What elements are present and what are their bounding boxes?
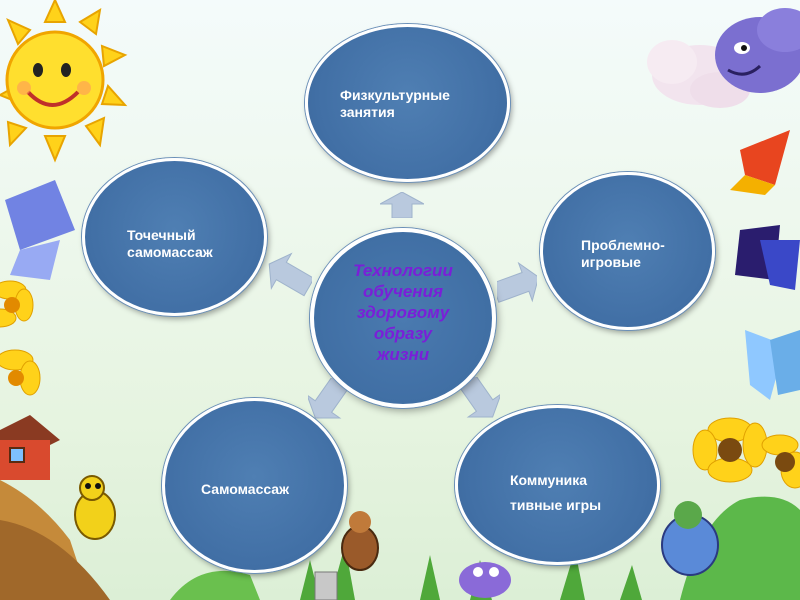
arrow-left [268, 252, 312, 297]
center-hub-label: Технологии обучения здоровому образу жиз… [353, 261, 453, 364]
node-problemno: Проблемно- игровые [540, 172, 715, 330]
node-samomassazh: Самомассаж [162, 398, 347, 573]
arrow-up [380, 192, 424, 218]
node-kommunikativnye: Коммуника тивные игры [455, 405, 660, 565]
node-fizkultura-label: Физкультурные занятия [340, 87, 450, 120]
node-tochechny-label: Точечный самомассаж [127, 227, 213, 260]
node-fizkultura: Физкультурные занятия [305, 24, 510, 182]
cloud-character-icon [647, 8, 800, 108]
arrow-right [497, 262, 537, 303]
center-hub: Технологии обучения здоровому образу жиз… [310, 228, 496, 408]
node-problemno-label: Проблемно- игровые [581, 237, 665, 270]
node-tochechny: Точечный самомассаж [82, 158, 267, 316]
sun-icon [0, 0, 128, 163]
bug-character-icon [74, 475, 719, 600]
flower-icon [0, 280, 800, 489]
node-kommunikativnye-label: Коммуника тивные игры [510, 472, 602, 513]
grass-icon [0, 480, 800, 600]
butterfly-icon [5, 130, 800, 400]
node-samomassazh-label: Самомассаж [201, 481, 290, 497]
